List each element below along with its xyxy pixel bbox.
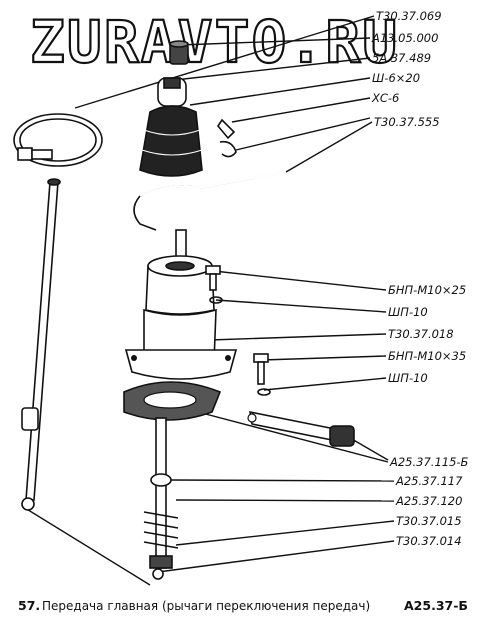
- label-hs-6: ХС-6: [371, 91, 399, 105]
- caption-text: Передача главная (рычаги переключения пе…: [42, 599, 370, 613]
- figure-caption: 57. Передача главная (рычаги переключени…: [18, 598, 468, 613]
- label-t30-37-018: Т30.37.018: [388, 327, 454, 341]
- label-shp-10-b: ШП-10: [388, 371, 428, 385]
- label-t30-37-069: Т30.37.069: [376, 9, 442, 23]
- lower-shaft: [143, 417, 179, 580]
- caption-code: А25.37-Б: [404, 598, 468, 613]
- label-a25-37-115-b: А25.37.115-Б: [389, 455, 469, 469]
- gear-knob: [169, 40, 189, 65]
- caption-number: 57.: [18, 598, 40, 613]
- lever-housing: [124, 229, 238, 380]
- leader-lines: [24, 15, 395, 586]
- label-t30-37-014: Т30.37.014: [396, 534, 462, 548]
- clamp-ring: [13, 113, 103, 167]
- label-bnp-m10x25: БНП-М10×25: [388, 283, 466, 297]
- label-shp-10-a: ШП-10: [388, 305, 428, 319]
- label-t30-37-555: Т30.37.555: [374, 115, 440, 129]
- label-bnp-m10x35: БНП-М10×35: [388, 349, 466, 363]
- pin-and-cotter: [217, 118, 237, 158]
- label-t30-37-015: Т30.37.015: [396, 514, 462, 528]
- lever-arm: [247, 410, 355, 447]
- label-sh-6x20: Ш-6×20: [372, 71, 420, 85]
- watermark-text: ZURAVTO.RU: [30, 8, 399, 76]
- gasket: [123, 381, 222, 421]
- part-labels: Т30.37.069 А13.05.000 5А.37.489 Ш-6×20 Х…: [371, 9, 469, 548]
- label-a13-05-000: А13.05.000: [371, 31, 438, 45]
- rubber-boot: [139, 77, 203, 177]
- bolts-washers: [205, 265, 271, 396]
- band-strap: [133, 171, 287, 231]
- label-a25-37-117: А25.37.117: [395, 474, 463, 488]
- label-a25-37-120: А25.37.120: [395, 494, 462, 508]
- long-rod: [21, 178, 61, 511]
- label-5a-37-489: 5А.37.489: [372, 51, 431, 65]
